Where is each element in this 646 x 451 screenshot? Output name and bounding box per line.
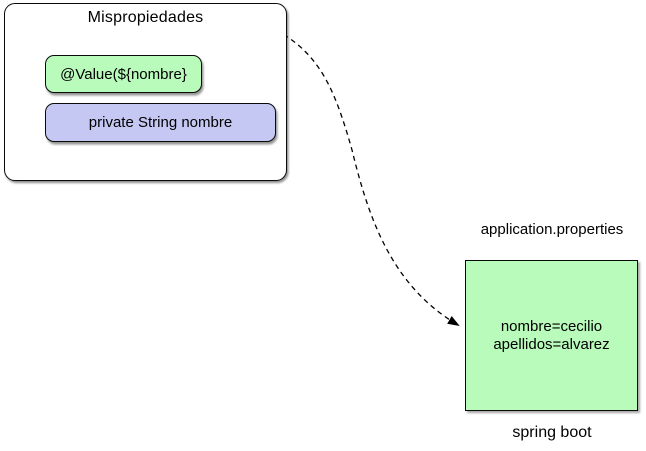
field-declaration-text: private String nombre (88, 114, 233, 131)
properties-file-label: application.properties (480, 221, 624, 238)
properties-file-box: nombre=cecilio apellidos=alvarez (465, 260, 638, 411)
property-line-apellidos: apellidos=alvarez (493, 335, 610, 353)
property-line-nombre: nombre=cecilio (500, 317, 603, 335)
spring-boot-caption: spring boot (512, 424, 592, 441)
value-annotation-text: @Value(${nombre} (60, 65, 187, 83)
class-title: Mispropiedades (87, 9, 204, 26)
field-declaration-chip: private String nombre (45, 103, 276, 142)
class-box-mispropiedades: Mispropiedades @Value(${nombre} private … (4, 3, 287, 181)
value-annotation-chip: @Value(${nombre} (45, 55, 202, 93)
